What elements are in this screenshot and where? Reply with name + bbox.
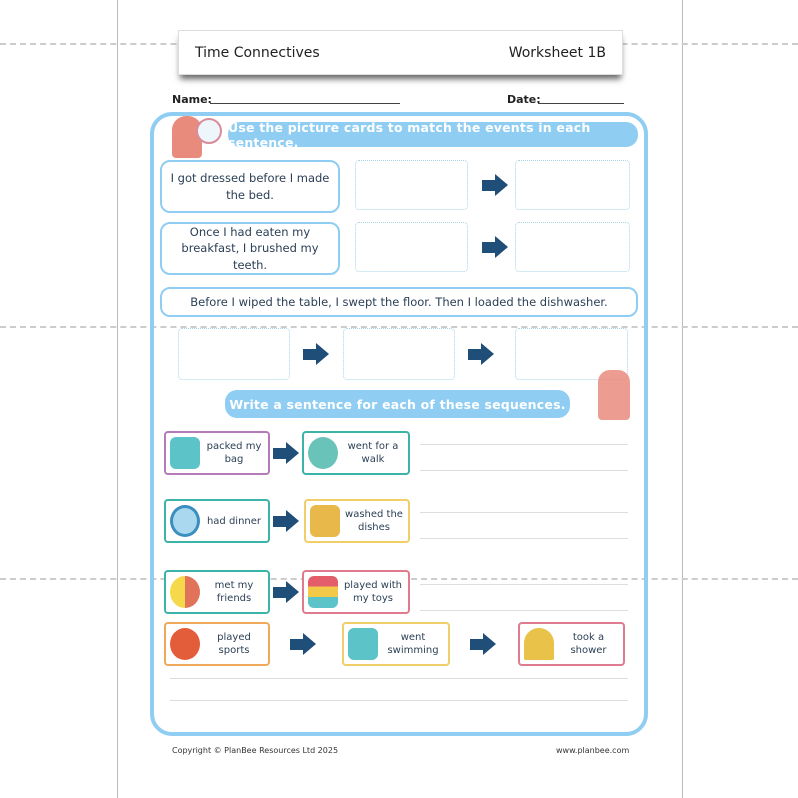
- picture-drop-box[interactable]: [515, 222, 630, 272]
- arrow-right-icon: [482, 236, 508, 258]
- ball-racket-icon: [170, 628, 200, 660]
- picture-drop-box[interactable]: [355, 160, 468, 210]
- instruction-banner-2: Write a sentence for each of these seque…: [225, 390, 570, 418]
- worksheet-title: Time Connectives: [195, 44, 320, 61]
- writing-line[interactable]: [420, 444, 628, 445]
- picture-card: played sports: [164, 622, 270, 666]
- magnifier-icon: [196, 118, 222, 144]
- writing-line[interactable]: [170, 678, 628, 679]
- stacking-toy-icon: [308, 576, 338, 608]
- backpack-icon: [170, 437, 200, 469]
- website-link[interactable]: www.planbee.com: [556, 746, 630, 755]
- sentence-card-2: Once I had eaten my breakfast, I brushed…: [160, 222, 340, 275]
- friends-icon: [170, 576, 200, 608]
- picture-drop-box[interactable]: [343, 328, 455, 380]
- sentence-card-1: I got dressed before I made the bed.: [160, 160, 340, 213]
- arrow-right-icon: [468, 343, 494, 365]
- name-field[interactable]: [210, 94, 400, 104]
- picture-card: met my friends: [164, 570, 270, 614]
- walk-icon: [308, 437, 338, 469]
- arrow-right-icon: [290, 633, 316, 655]
- swimmer-icon: [348, 628, 378, 660]
- picture-card: packed my bag: [164, 431, 270, 475]
- arrow-right-icon: [303, 343, 329, 365]
- picture-card: washed the dishes: [304, 499, 410, 543]
- name-label: Name:: [172, 93, 212, 106]
- picture-drop-box[interactable]: [355, 222, 468, 272]
- date-field[interactable]: [538, 94, 624, 104]
- instruction-banner-1: Use the picture cards to match the event…: [228, 120, 638, 150]
- copyright: Copyright © PlanBee Resources Ltd 2025: [172, 746, 339, 755]
- picture-card: took a shower: [518, 622, 625, 666]
- thinking-girl-illustration: [598, 370, 630, 420]
- date-label: Date:: [507, 93, 541, 106]
- worksheet-number: Worksheet 1B: [508, 44, 606, 61]
- writing-line[interactable]: [420, 584, 628, 585]
- plate-icon: [170, 505, 200, 537]
- arrow-right-icon: [273, 581, 299, 603]
- activity-frame: [150, 112, 648, 736]
- watermark-line: [0, 326, 798, 328]
- picture-drop-box[interactable]: [178, 328, 290, 380]
- sentence-card-3: Before I wiped the table, I swept the fl…: [160, 287, 638, 317]
- writing-line[interactable]: [420, 538, 628, 539]
- picture-card: had dinner: [164, 499, 270, 543]
- writing-line[interactable]: [420, 512, 628, 513]
- picture-card: went for a walk: [302, 431, 410, 475]
- arrow-right-icon: [470, 633, 496, 655]
- picture-card: played with my toys: [302, 570, 410, 614]
- shower-icon: [524, 628, 554, 660]
- header-box: Time Connectives Worksheet 1B: [178, 30, 623, 75]
- writing-line[interactable]: [420, 470, 628, 471]
- sink-icon: [310, 505, 340, 537]
- picture-drop-box[interactable]: [515, 160, 630, 210]
- arrow-right-icon: [273, 510, 299, 532]
- arrow-right-icon: [273, 442, 299, 464]
- arrow-right-icon: [482, 174, 508, 196]
- writing-line[interactable]: [420, 610, 628, 611]
- picture-card: went swimming: [342, 622, 450, 666]
- writing-line[interactable]: [170, 700, 628, 701]
